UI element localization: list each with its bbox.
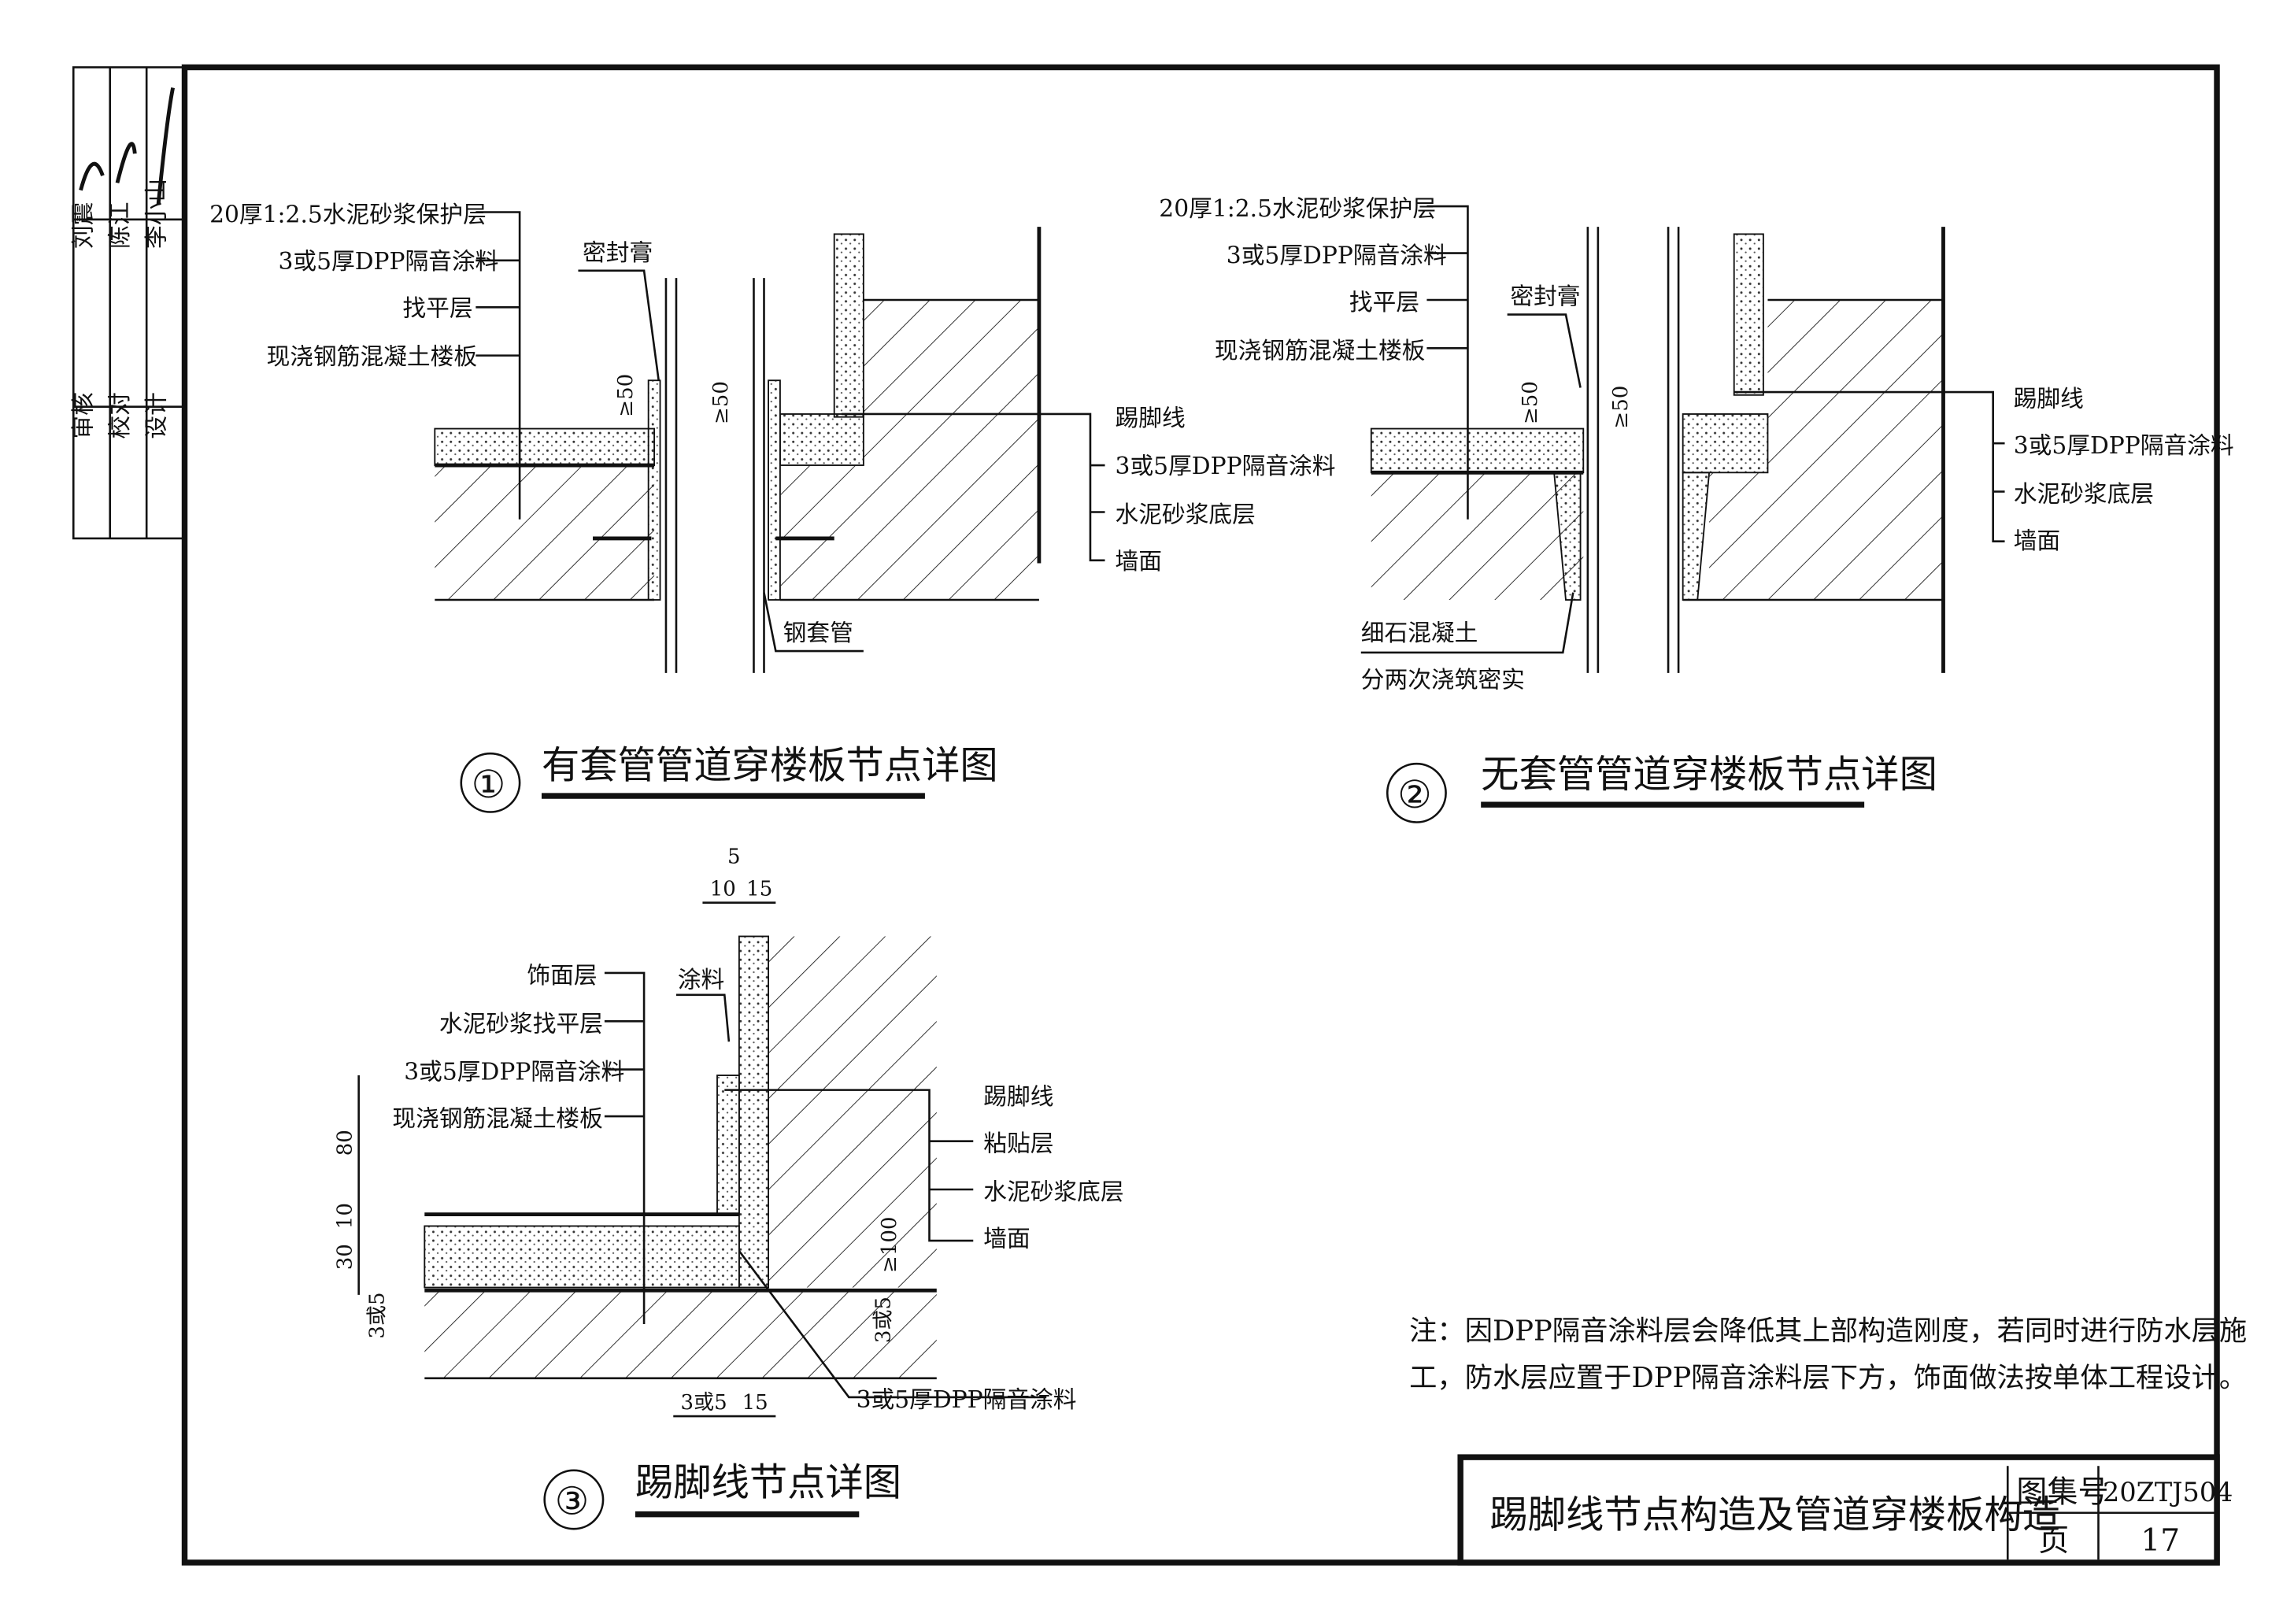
label-paint: 涂料 [678, 967, 724, 994]
label-protective-layer-2: 20厚1:2.5水泥砂浆保护层 [1159, 195, 1436, 223]
label-pour-twice: 分两次浇筑密实 [1361, 667, 1525, 694]
page-label: 页 [2038, 1523, 2069, 1559]
label-sealant: 密封膏 [583, 239, 653, 267]
atlas-number-label: 图集号 [2016, 1475, 2108, 1511]
label-skirting-2: 踢脚线 [2014, 386, 2084, 413]
dim-top-10: 10 [710, 877, 736, 901]
page-number: 17 [2141, 1523, 2180, 1559]
label-dpp-coating-right: 3或5厚DPP隔音涂料 [1116, 453, 1336, 480]
detail-3-number: ③ [555, 1480, 589, 1524]
role-check: 校对 [106, 392, 134, 438]
label-mortar-leveling: 水泥砂浆找平层 [439, 1010, 603, 1038]
role-design: 设计 [142, 392, 170, 438]
note-line-2: 工，防水层应置于DPP隔音涂料层下方，饰面做法按单体工程设计。 [1409, 1362, 2247, 1394]
detail-2-drawing [1370, 227, 1945, 673]
dim-top-5: 5 [727, 845, 741, 869]
label-concrete-slab-2: 现浇钢筋混凝土楼板 [1215, 337, 1425, 364]
dim-bottom-3or5: 3或5 [681, 1391, 727, 1415]
name-check: 陈江 [106, 202, 134, 249]
label-wall-3: 墙面 [983, 1225, 1030, 1252]
label-adhesive: 粘贴层 [983, 1130, 1053, 1158]
label-sealant-2: 密封膏 [1510, 283, 1580, 311]
label-leveling-layer-2: 找平层 [1349, 289, 1419, 316]
detail-1-labels: 20厚1:2.5水泥砂浆保护层 3或5厚DPP隔音涂料 找平层 现浇钢筋混凝土楼… [209, 202, 1336, 813]
dim-top-15: 15 [746, 877, 772, 901]
dim-50-right-2: ≥50 [1609, 386, 1633, 429]
detail-1-title: 有套管管道穿楼板节点详图 [542, 744, 998, 788]
dim-80: 80 [333, 1130, 357, 1156]
label-finish-layer: 饰面层 [527, 962, 597, 990]
note-line-1: 注：因DPP隔音涂料层会降低其上部构造刚度，若同时进行防水层施 [1409, 1315, 2247, 1347]
label-mortar-base-2: 水泥砂浆底层 [2014, 480, 2154, 508]
label-mortar-base-3: 水泥砂浆底层 [983, 1178, 1123, 1206]
label-concrete-slab: 现浇钢筋混凝土楼板 [267, 343, 477, 371]
role-review: 审核 [70, 392, 98, 438]
label-dpp-coating: 3或5厚DPP隔音涂料 [278, 248, 498, 276]
detail-2-title: 无套管管道穿楼板节点详图 [1481, 753, 1937, 797]
label-protective-layer: 20厚1:2.5水泥砂浆保护层 [209, 202, 487, 229]
detail-3-title: 踢脚线节点详图 [635, 1460, 901, 1504]
label-wall: 墙面 [1116, 548, 1162, 575]
label-dpp-coating-right-2: 3或5厚DPP隔音涂料 [2014, 432, 2234, 460]
label-dpp-coating-bottom: 3或5厚DPP隔音涂料 [857, 1386, 1077, 1414]
detail-3-drawing [424, 935, 937, 1380]
dim-30: 30 [333, 1244, 357, 1270]
atlas-number: 20ZTJ504 [2103, 1477, 2233, 1507]
detail-2-labels: 20厚1:2.5水泥砂浆保护层 3或5厚DPP隔音涂料 找平层 现浇钢筋混凝土楼… [1159, 195, 2234, 823]
label-fine-concrete: 细石混凝土 [1361, 620, 1478, 647]
detail-2-number: ② [1397, 773, 1431, 817]
sheet-border [181, 64, 2220, 1566]
label-steel-sleeve: 钢套管 [783, 620, 853, 647]
note: 注：因DPP隔音涂料层会降低其上部构造刚度，若同时进行防水层施 工，防水层应置于… [1409, 1315, 2247, 1393]
dim-50-left: ≥50 [614, 374, 638, 417]
dim-bottom-15: 15 [742, 1391, 768, 1415]
handwritten-signatures [79, 87, 176, 205]
dim-3or5-right: 3或5 [871, 1297, 895, 1343]
sheet-title: 踢脚线节点构造及管道穿楼板构造 [1489, 1493, 2060, 1537]
label-dpp-coating-2: 3或5厚DPP隔音涂料 [1227, 242, 1447, 270]
label-leveling-layer: 找平层 [402, 294, 472, 322]
dim-100: ≥100 [878, 1217, 901, 1273]
signature-table: 审核 校对 设计 刘震 陈江 李小山 [70, 66, 186, 540]
label-concrete-slab-3: 现浇钢筋混凝土楼板 [392, 1105, 602, 1133]
name-design: 李小山 [142, 179, 170, 249]
label-wall-2: 墙面 [2014, 527, 2060, 555]
name-review: 刘震 [70, 202, 98, 249]
label-mortar-base: 水泥砂浆底层 [1116, 501, 1256, 529]
detail-3-labels: 5 10 15 饰面层 水泥砂浆找平层 3或5厚DPP隔音涂料 现浇钢筋混凝土楼… [333, 845, 1124, 1530]
dim-3or5-left: 3或5 [365, 1292, 389, 1338]
label-skirting: 踢脚线 [1116, 405, 1186, 432]
dim-50-right: ≥50 [709, 381, 733, 424]
dim-10: 10 [333, 1203, 357, 1229]
title-block: 踢脚线节点构造及管道穿楼板构造 图集号 20ZTJ504 页 17 [1457, 1454, 2233, 1566]
dim-50-left-2: ≥50 [1519, 381, 1542, 424]
label-skirting-3: 踢脚线 [983, 1083, 1053, 1111]
label-dpp-coating-3: 3或5厚DPP隔音涂料 [404, 1059, 624, 1086]
detail-1-drawing [434, 227, 1042, 673]
detail-1-number: ① [472, 763, 505, 807]
